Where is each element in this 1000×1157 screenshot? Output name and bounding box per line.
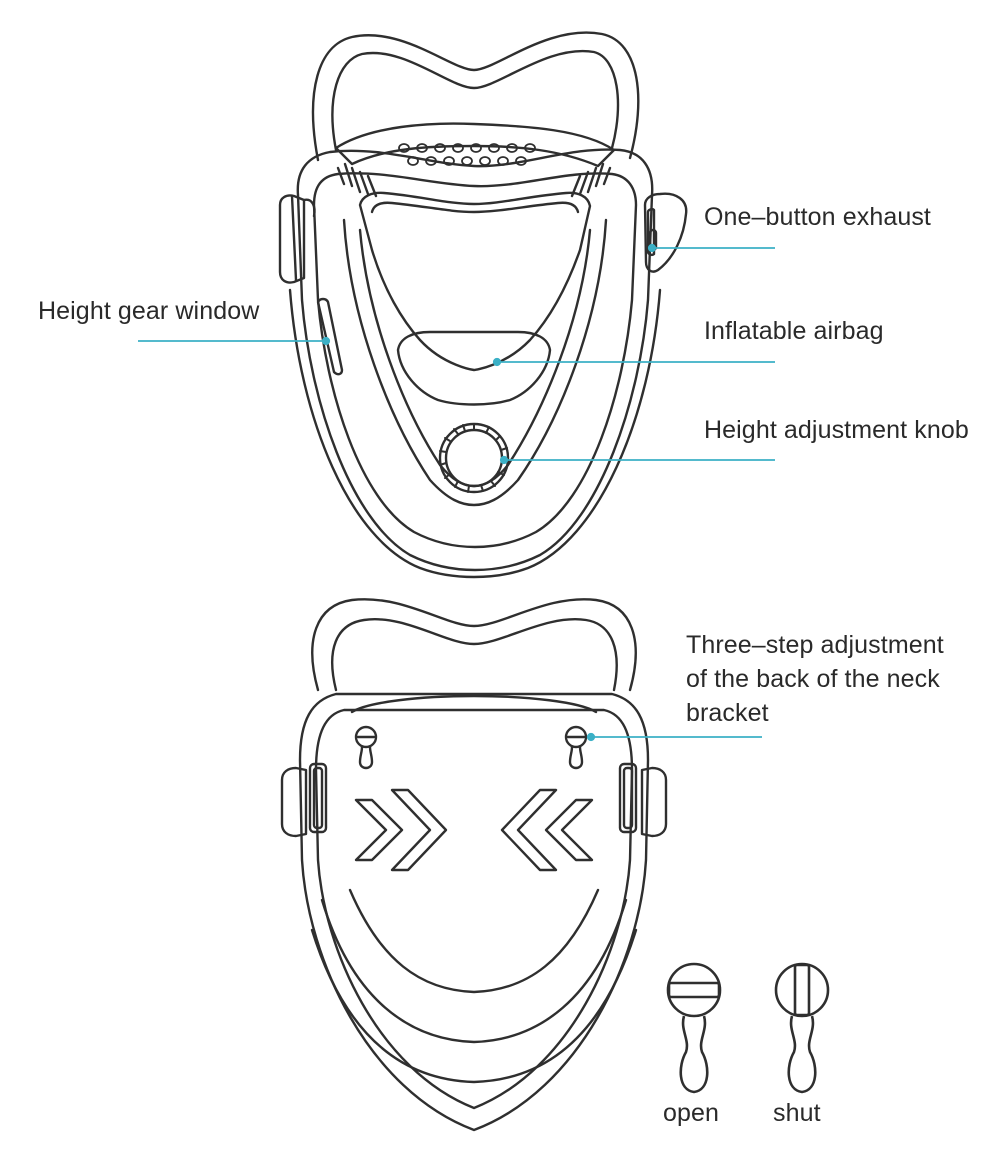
inflatable-airbag-label: Inflatable airbag bbox=[704, 317, 884, 345]
three-step-line-3: bracket bbox=[686, 699, 769, 727]
height-adjustment-knob-label: Height adjustment knob bbox=[704, 416, 969, 444]
screw-open-icon bbox=[666, 962, 722, 1094]
one-button-exhaust-label: One–button exhaust bbox=[704, 203, 931, 231]
three-step-line-1: Three–step adjustment bbox=[686, 631, 944, 659]
shut-state-label: shut bbox=[773, 1099, 821, 1127]
front-leader-lines bbox=[138, 243, 775, 465]
knob-leader-dot bbox=[499, 455, 509, 465]
open-state-label: open bbox=[663, 1099, 720, 1127]
three-step-leader bbox=[586, 732, 762, 742]
neck-brace-back-icon bbox=[280, 598, 668, 1132]
neck-brace-front-icon bbox=[278, 31, 688, 579]
height-gear-window-label: Height gear window bbox=[38, 297, 260, 325]
screw-shut-icon bbox=[774, 962, 830, 1094]
gear-window-leader-dot bbox=[321, 336, 331, 346]
exhaust-leader-dot bbox=[647, 243, 657, 253]
three-step-line-2: of the back of the neck bbox=[686, 665, 940, 693]
three-step-leader-dot bbox=[586, 732, 596, 742]
airbag-leader-dot bbox=[492, 357, 502, 367]
three-step-adjustment-label: Three–step adjustment of the back of the… bbox=[686, 628, 944, 730]
